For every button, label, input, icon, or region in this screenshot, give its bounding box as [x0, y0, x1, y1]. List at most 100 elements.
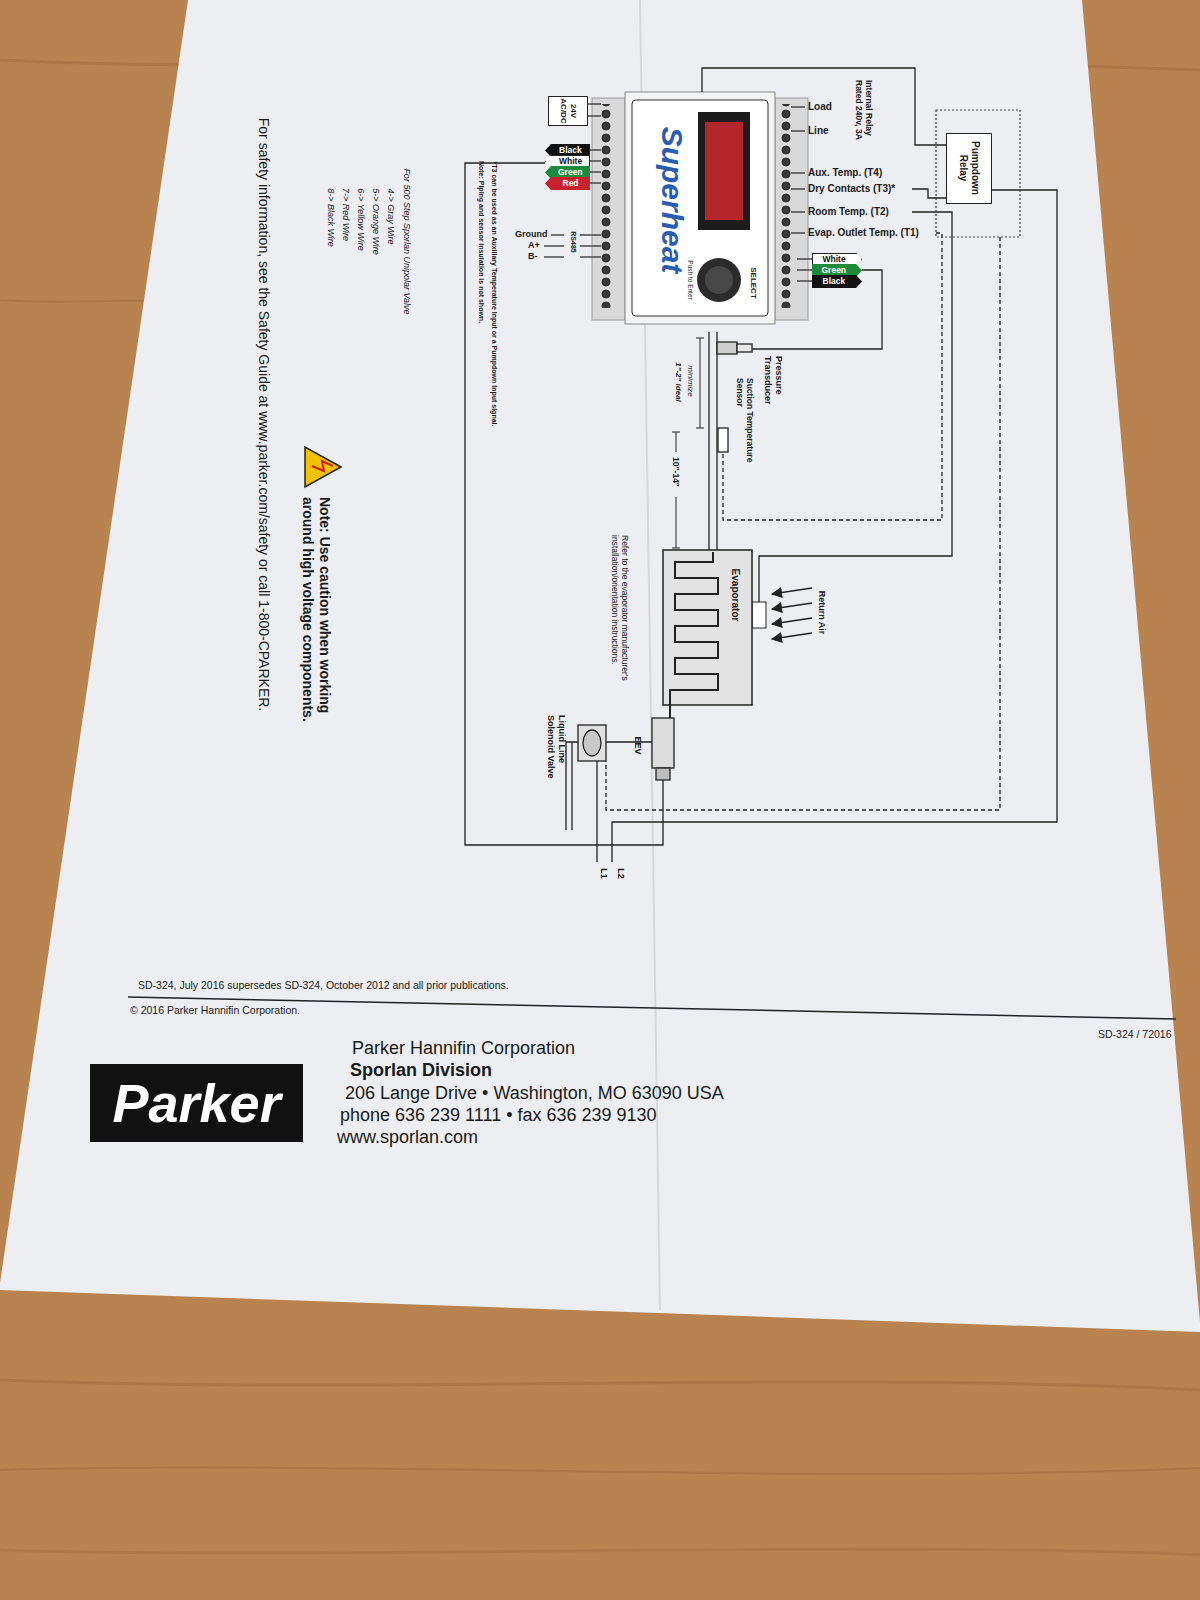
label: Aux. Temp. (T4) — [808, 167, 882, 179]
supply-box: 24V AC/DC — [548, 96, 588, 126]
controller-illustration — [775, 98, 808, 320]
label: Sporlan Division — [350, 1059, 492, 1081]
label: SD-324, July 2016 supersedes SD-324, Oct… — [138, 979, 509, 992]
controller-illustration — [592, 98, 625, 320]
return-air-arrows — [772, 618, 812, 624]
node-text: Green — [822, 265, 847, 276]
rotated-label: Suction Temperature Sensor — [735, 378, 755, 482]
paper-sheet — [0, 0, 1200, 1332]
rotated-label: 6-> Yellow Wire — [354, 188, 365, 251]
suction-line — [718, 428, 728, 452]
paper-sheet — [0, 0, 1200, 1332]
terminal-leads — [791, 232, 805, 233]
terminal-leads — [580, 245, 601, 246]
controller-illustration — [698, 112, 750, 230]
label: Room Temp. (T2) — [808, 206, 889, 218]
warning-icon — [305, 447, 341, 487]
relay-box: Pumpdown Relay — [946, 133, 992, 204]
relay-enclosure — [936, 110, 1020, 237]
terminal-leads — [590, 160, 601, 161]
rotated-label: *T3 can be used as an Auxiliary Temperat… — [490, 161, 498, 426]
return-air-arrows — [772, 633, 812, 639]
valve-symbols — [606, 741, 652, 742]
field-wiring — [723, 233, 942, 520]
rotated-label: For 500 Step Sporlan Unipolar Valve — [401, 168, 412, 314]
field-wiring — [612, 190, 1057, 862]
suction-line — [717, 342, 737, 354]
dimension-lines — [672, 548, 680, 549]
valve-symbols — [566, 742, 578, 830]
dimension-lines — [676, 432, 677, 452]
terminal-leads — [791, 188, 805, 189]
controller-illustration — [592, 92, 808, 324]
terminal-leads — [791, 106, 805, 107]
return-air-arrows — [772, 603, 812, 609]
field-wiring — [596, 761, 597, 862]
controller-illustration — [625, 92, 775, 324]
terminal-leads — [588, 115, 601, 116]
rotated-label: L1 — [597, 868, 608, 879]
rotated-label: 4-> Gray Wire — [385, 188, 396, 244]
controller-illustration — [705, 266, 733, 294]
terminal-leads — [544, 256, 564, 257]
node-text: White — [823, 254, 846, 265]
terminal-leads — [580, 256, 601, 257]
dimension-lines — [696, 428, 704, 429]
label: www.sporlan.com — [337, 1126, 478, 1148]
evaporator-coil — [663, 550, 752, 718]
label: B- — [528, 251, 538, 262]
label: 206 Lange Drive • Washington, MO 63090 U… — [345, 1082, 724, 1104]
valve-symbols — [566, 718, 674, 830]
label: Parker Hannifin Corporation — [352, 1037, 575, 1059]
node-text: White — [559, 156, 582, 167]
dimension-lines — [676, 497, 677, 548]
node-text: SELECT — [748, 267, 758, 299]
node-text: Evaporator — [729, 569, 741, 622]
label: SD-324 / 72016 — [1098, 1028, 1172, 1041]
label: Evap. Outlet Temp. (T1) — [808, 227, 919, 239]
parker-logo: Parker — [90, 1064, 303, 1142]
terminal-leads — [791, 172, 805, 173]
terminal-leads — [588, 103, 601, 104]
wire-connector — [702, 68, 946, 145]
controller-illustration — [780, 104, 792, 308]
dimension-lines — [696, 338, 704, 339]
label: phone 636 239 1111 • fax 636 239 9130 — [340, 1104, 657, 1126]
dimension-lines — [672, 338, 704, 548]
node-text: Superheat — [654, 127, 690, 274]
rotated-label: Note: Piping and sensor insulation is no… — [477, 161, 485, 323]
node-text: Black — [559, 145, 582, 156]
wire-color-tag: Black — [812, 275, 862, 288]
terminal-leads — [551, 234, 564, 235]
dimension-lines — [672, 432, 680, 433]
wire-color-tag: Red — [545, 177, 590, 190]
room-sensor — [752, 602, 766, 628]
return-air-arrows — [772, 588, 812, 639]
terminal-leads — [797, 258, 812, 259]
return-air-arrows — [772, 588, 812, 594]
valve-symbols — [652, 718, 674, 768]
label: Load — [808, 101, 832, 113]
node-text: Green — [558, 167, 583, 178]
node-text: Black — [823, 276, 846, 287]
rotated-label: minimize — [685, 365, 695, 397]
rotated-label: 7-> Red Wire — [340, 188, 351, 241]
valve-symbols — [578, 725, 606, 761]
terminal-leads — [791, 211, 805, 212]
terminal-leads — [797, 269, 812, 270]
terminal-leads — [590, 182, 601, 183]
terminal-leads — [580, 234, 601, 235]
rotated-label: EEV — [632, 736, 643, 754]
field-wiring — [912, 189, 946, 198]
rotated-label: Refer to the evaporator manufacturer's i… — [610, 535, 630, 685]
valve-symbols — [571, 742, 572, 830]
terminal-leads — [590, 171, 601, 172]
evaporator-box: Evaporator — [663, 550, 752, 705]
rotated-label: Internal Relay Rated 240v, 3A — [854, 80, 874, 144]
rotated-label: RS485 — [568, 231, 576, 252]
